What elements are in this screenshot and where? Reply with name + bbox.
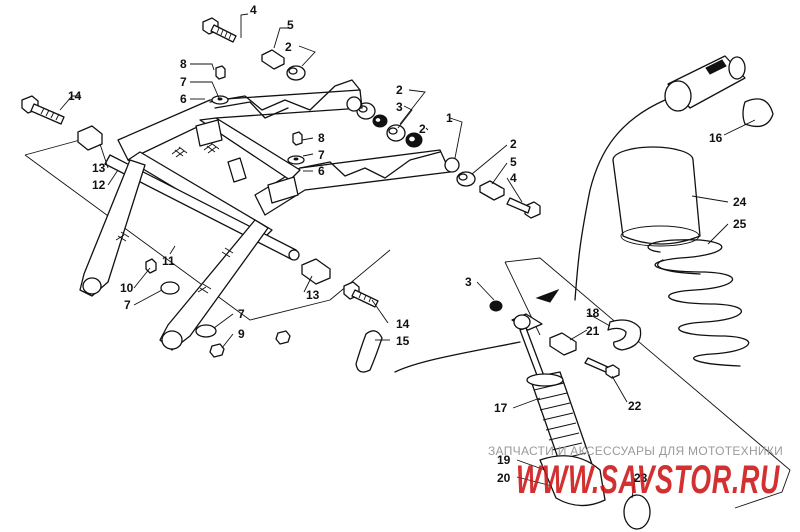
callout-12: 12 (92, 178, 106, 192)
callout-10: 10 (120, 281, 134, 295)
callout-2: 2 (285, 40, 292, 54)
callout-5: 5 (510, 155, 517, 169)
damper-top-mount (489, 300, 642, 379)
callout-3: 3 (396, 100, 403, 114)
callout-1: 1 (446, 111, 453, 125)
assembly-outline (24, 139, 791, 509)
callout-23: 23 (634, 471, 648, 485)
callout-17: 17 (494, 401, 508, 415)
callout-7: 7 (238, 307, 245, 321)
callout-16: 16 (709, 131, 723, 145)
damper-body (519, 327, 651, 530)
callout-15: 15 (396, 334, 410, 348)
callout-3: 3 (465, 275, 472, 289)
callout-8: 8 (180, 57, 187, 71)
callout-22: 22 (628, 399, 642, 413)
callout-8: 8 (318, 131, 325, 145)
callout-6: 6 (180, 92, 187, 106)
callout-25: 25 (733, 217, 747, 231)
leader-lines (59, 13, 756, 499)
shock-reservoir (664, 55, 774, 128)
rear-arm-frame (117, 79, 460, 241)
watermark-tagline: ЗАПЧАСТИ И АКСЕССУАРЫ ДЛЯ МОТОТЕХНИКИ (488, 444, 783, 458)
left-pivot-bushing (77, 125, 103, 151)
watermark: ЗАПЧАСТИ И АКСЕССУАРЫ ДЛЯ МОТОТЕХНИКИ WW… (488, 444, 783, 502)
callout-2: 2 (510, 137, 517, 151)
upper-rear-spacer (261, 49, 285, 70)
lower-fittings (145, 258, 291, 358)
grease-fitting-upper (211, 65, 229, 105)
direction-arrow (535, 288, 560, 303)
callout-7: 7 (180, 75, 187, 89)
callout-20: 20 (497, 471, 511, 485)
callout-4: 4 (250, 3, 257, 17)
left-pivot-bolt (21, 95, 65, 125)
grease-fitting-mid (287, 131, 305, 165)
coil-spring (647, 239, 750, 367)
reservoir-hose (574, 99, 666, 301)
callout-6: 6 (318, 164, 325, 178)
callout-14: 14 (68, 89, 82, 103)
callout-9: 9 (238, 327, 245, 341)
lower-arm-left (79, 159, 146, 297)
callout-14: 14 (396, 317, 410, 331)
lower-pivot-bushing (301, 258, 331, 285)
callout-2: 2 (396, 83, 403, 97)
callout-4: 4 (510, 171, 517, 185)
rear-bushing-right (456, 171, 541, 219)
frame-bushing-set (356, 102, 423, 148)
shock-air-line (355, 330, 521, 373)
callout-13: 13 (306, 288, 320, 302)
lower-pivot-bolt (343, 281, 379, 308)
callout-2: 2 (419, 122, 426, 136)
callout-18: 18 (586, 306, 600, 320)
callout-7: 7 (124, 298, 131, 312)
upper-rear-bushing (286, 65, 306, 81)
upper-rear-bolt (202, 17, 237, 43)
callout-5: 5 (287, 18, 294, 32)
callout-11: 11 (162, 254, 175, 268)
lower-arm-right (159, 219, 269, 351)
callout-labels: 4 5 2 8 7 6 14 2 3 2 1 8 7 6 13 12 2 5 4… (68, 3, 747, 485)
callout-13: 13 (92, 161, 106, 175)
callout-7: 7 (318, 148, 325, 162)
spring-cover (612, 146, 701, 247)
callout-19: 19 (497, 453, 511, 467)
callout-24: 24 (733, 195, 747, 209)
callout-21: 21 (586, 324, 600, 338)
watermark-logo: WWW.SAVSTOR.RU (516, 458, 780, 502)
